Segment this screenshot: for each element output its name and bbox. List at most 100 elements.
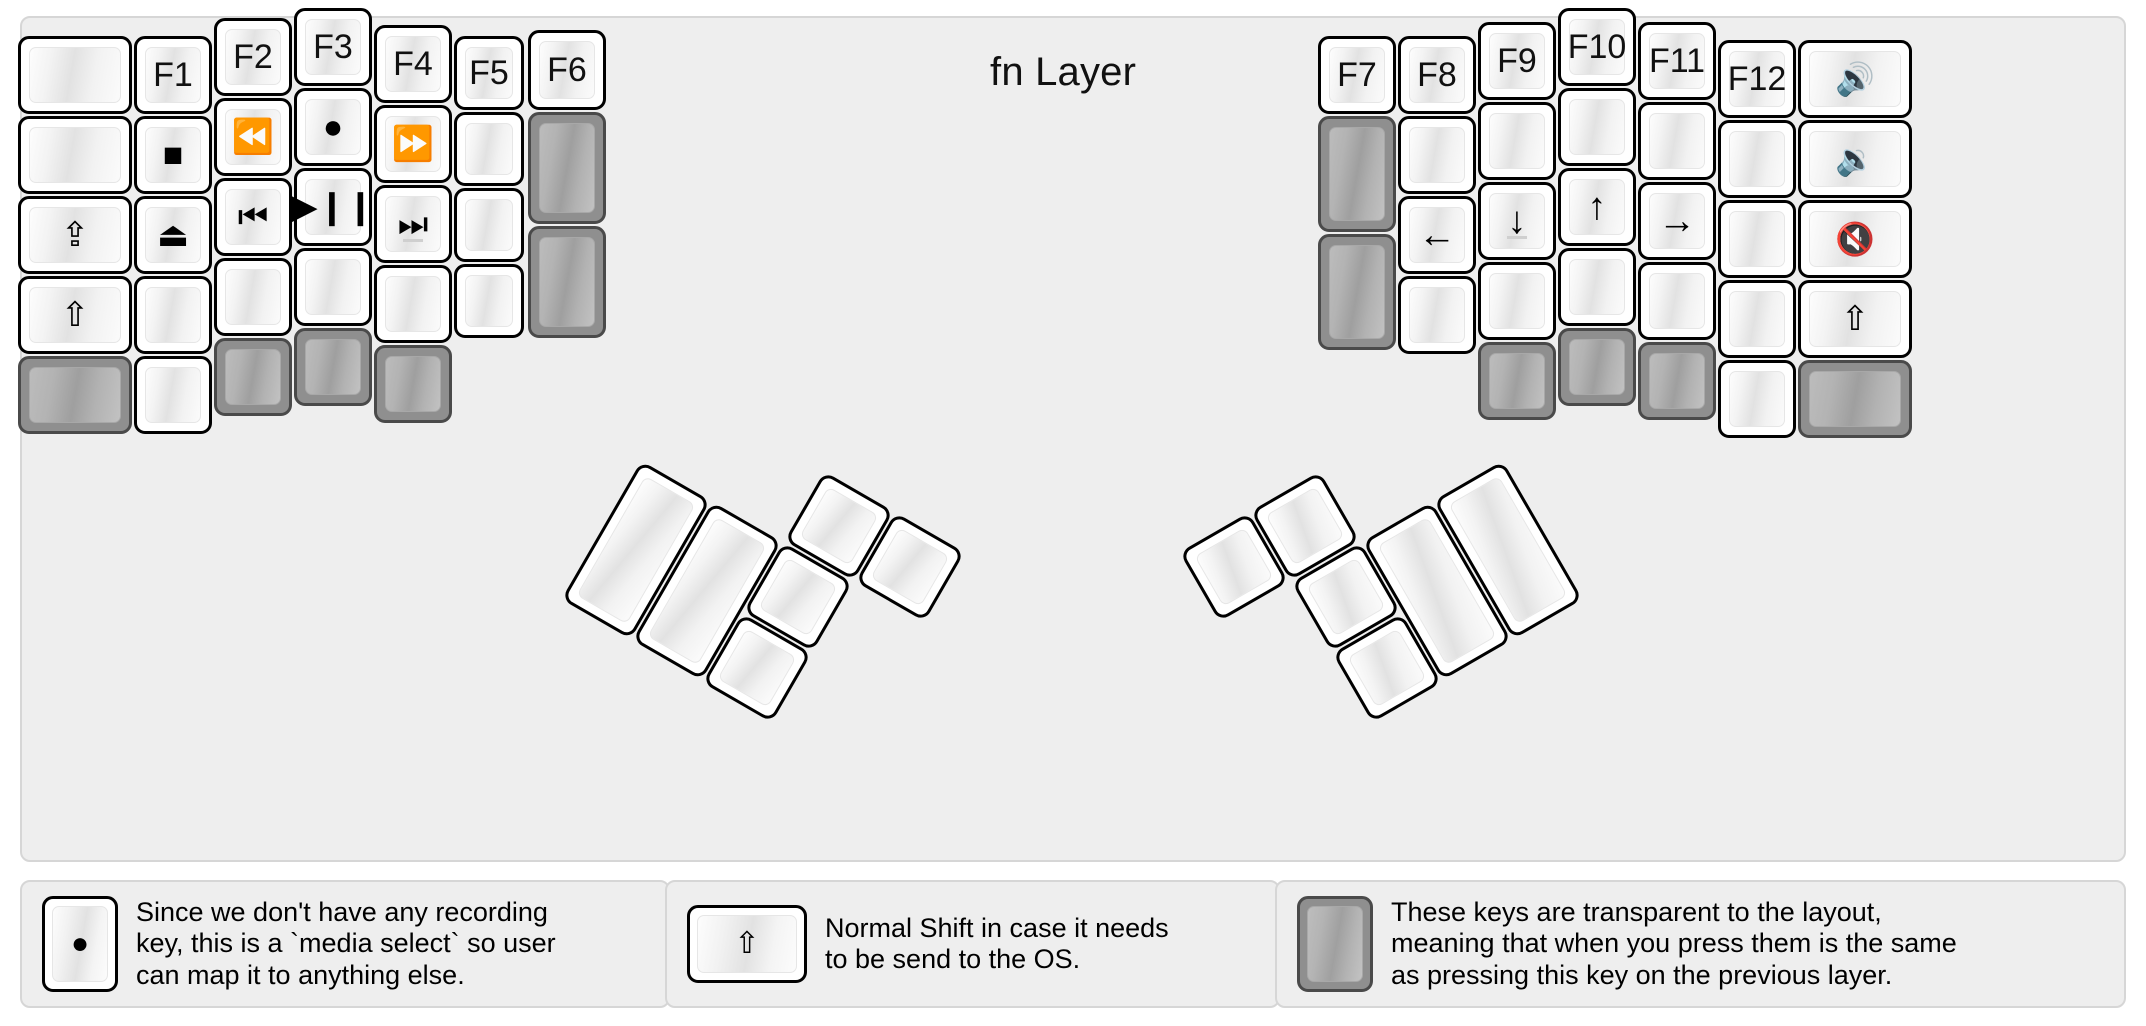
- blank-key[interactable]: [454, 264, 524, 338]
- volume-mute-icon[interactable]: 🔇: [1798, 200, 1912, 278]
- media-prev-track-icon-cap: ⏮: [225, 189, 281, 245]
- media-next-track-icon[interactable]: ⏭: [374, 185, 452, 263]
- shift-arrow-icon[interactable]: ⇧: [18, 276, 132, 354]
- shift-arrow-icon-cap: ⇧: [29, 287, 121, 343]
- blank-key[interactable]: [454, 188, 524, 262]
- blank-key[interactable]: [1718, 120, 1796, 198]
- f11-key-glyph: F11: [1648, 42, 1706, 80]
- f3-key[interactable]: F3: [294, 8, 372, 86]
- arrow-right-icon[interactable]: →: [1638, 182, 1716, 260]
- transparent-key-icon[interactable]: [1478, 342, 1556, 420]
- volume-up-icon[interactable]: 🔊: [1798, 40, 1912, 118]
- transparent-key-icon[interactable]: [374, 345, 452, 423]
- blank-key[interactable]: [1638, 102, 1716, 180]
- arrow-left-icon-glyph: ←: [1418, 214, 1456, 256]
- blank-key[interactable]: [1638, 262, 1716, 340]
- blank-key[interactable]: [1718, 200, 1796, 278]
- arrow-left-icon[interactable]: ←: [1398, 196, 1476, 274]
- f9-key[interactable]: F9: [1478, 22, 1556, 100]
- f7-key[interactable]: F7: [1318, 36, 1396, 114]
- blank-key-cap: [1729, 371, 1785, 427]
- left-thumb-small-4-cap: [717, 628, 797, 708]
- legend-key-shift-cap: ⇧: [697, 915, 797, 973]
- transparent-key-icon-cap: [1329, 245, 1385, 339]
- transparent-key-icon[interactable]: [1558, 328, 1636, 406]
- blank-key[interactable]: [134, 356, 212, 434]
- media-eject-icon[interactable]: ⏏: [134, 196, 212, 274]
- media-rewind-icon[interactable]: ⏪: [214, 98, 292, 176]
- legend-item-shift: ⇧ Normal Shift in case it needs to be se…: [665, 880, 1280, 1008]
- arrow-left-icon-cap: ←: [1409, 207, 1465, 263]
- blank-key[interactable]: [1718, 360, 1796, 438]
- f6-key[interactable]: F6: [528, 30, 606, 110]
- transparent-key-icon-cap: [385, 356, 441, 412]
- blank-key[interactable]: [214, 258, 292, 336]
- blank-key[interactable]: [1558, 88, 1636, 166]
- media-eject-icon-cap: ⏏: [145, 207, 201, 263]
- f8-key[interactable]: F8: [1398, 36, 1476, 114]
- media-prev-track-icon[interactable]: ⏮: [214, 178, 292, 256]
- f1-key-cap: F1: [145, 47, 201, 103]
- transparent-key-icon[interactable]: [214, 338, 292, 416]
- legend-text-transparent: These keys are transparent to the layout…: [1391, 897, 1957, 990]
- blank-key[interactable]: [374, 265, 452, 343]
- legend-key-record: ●: [42, 896, 118, 992]
- shift-arrow-icon-glyph: ⇧: [60, 296, 90, 334]
- caps-lock-icon[interactable]: ⇪: [18, 196, 132, 274]
- blank-key[interactable]: [18, 116, 132, 194]
- f12-key[interactable]: F12: [1718, 40, 1796, 118]
- caps-lock-icon-glyph: ⇪: [60, 216, 90, 254]
- record-dot-icon: ●: [70, 927, 90, 960]
- shift-arrow-icon[interactable]: ⇧: [1798, 280, 1912, 358]
- f7-key-glyph: F7: [1337, 56, 1377, 94]
- record-dot-icon-cap: ●: [305, 99, 361, 155]
- blank-key[interactable]: [454, 112, 524, 186]
- blank-key[interactable]: [1398, 116, 1476, 194]
- f5-key[interactable]: F5: [454, 36, 524, 110]
- transparent-key-icon-cap: [1489, 353, 1545, 409]
- f7-key-cap: F7: [1329, 47, 1385, 103]
- f4-key[interactable]: F4: [374, 25, 452, 103]
- arrow-down-icon[interactable]: ↓: [1478, 182, 1556, 260]
- blank-key[interactable]: [294, 248, 372, 326]
- transparent-key-icon[interactable]: [294, 328, 372, 406]
- f10-key[interactable]: F10: [1558, 8, 1636, 86]
- record-dot-icon[interactable]: ●: [294, 88, 372, 166]
- transparent-key-icon-cap: [1329, 127, 1385, 221]
- blank-key[interactable]: [1398, 276, 1476, 354]
- blank-key-cap: [1409, 127, 1465, 183]
- transparent-key-icon[interactable]: [1318, 234, 1396, 350]
- transparent-key-icon-cap: [1569, 339, 1625, 395]
- transparent-key-icon[interactable]: [1798, 360, 1912, 438]
- transparent-key-icon[interactable]: [1318, 116, 1396, 232]
- media-play-pause-icon-glyph: ▶❙❙: [291, 188, 375, 226]
- f1-key[interactable]: F1: [134, 36, 212, 114]
- blank-key[interactable]: [1478, 262, 1556, 340]
- arrow-up-icon[interactable]: ↑: [1558, 168, 1636, 246]
- f11-key[interactable]: F11: [1638, 22, 1716, 100]
- blank-key[interactable]: [134, 276, 212, 354]
- arrow-down-icon-cap: ↓: [1489, 193, 1545, 249]
- blank-key[interactable]: [1718, 280, 1796, 358]
- transparent-key-icon[interactable]: [528, 112, 606, 224]
- arrow-right-icon-cap: →: [1649, 193, 1705, 249]
- blank-key-cap: [145, 287, 201, 343]
- f5-key-glyph: F5: [469, 54, 509, 92]
- legend-item-transparent: These keys are transparent to the layout…: [1275, 880, 2126, 1008]
- f8-key-glyph: F8: [1417, 56, 1457, 94]
- transparent-key-icon[interactable]: [18, 356, 132, 434]
- media-play-pause-icon[interactable]: ▶❙❙: [291, 168, 375, 246]
- legend-key-shift: ⇧: [687, 905, 807, 983]
- f2-key[interactable]: F2: [214, 18, 292, 96]
- blank-key[interactable]: [18, 36, 132, 114]
- transparent-key-icon[interactable]: [528, 226, 606, 338]
- media-fast-forward-icon[interactable]: ⏩: [374, 105, 452, 183]
- arrow-down-icon-underbar: [1507, 236, 1527, 239]
- blank-key[interactable]: [1478, 102, 1556, 180]
- blank-key[interactable]: [1558, 248, 1636, 326]
- transparent-key-icon[interactable]: [1638, 342, 1716, 420]
- media-stop-icon[interactable]: ■: [134, 116, 212, 194]
- volume-down-icon[interactable]: 🔉: [1798, 120, 1912, 198]
- f11-key-cap: F11: [1649, 33, 1705, 89]
- f12-key-cap: F12: [1728, 51, 1786, 107]
